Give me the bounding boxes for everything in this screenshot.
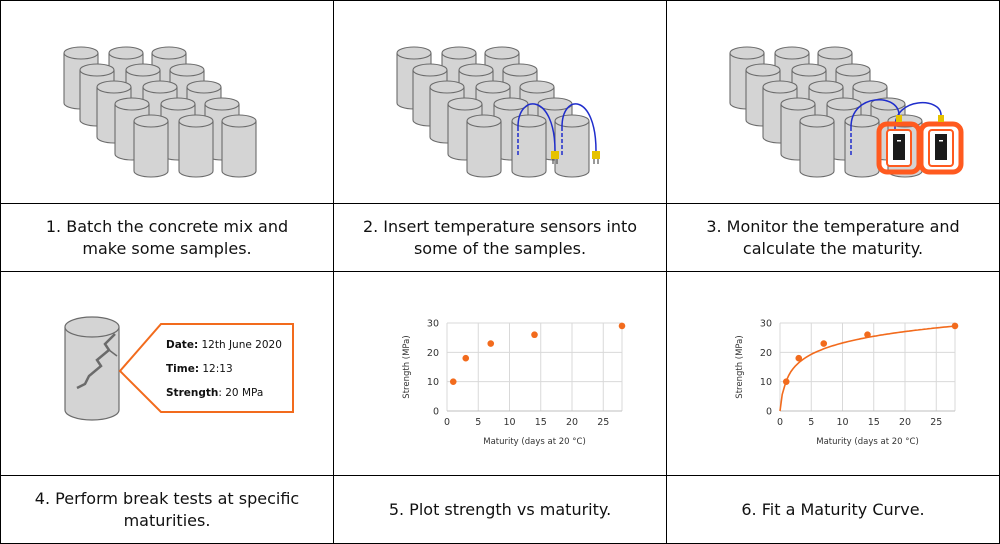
panel-5-caption: 5. Plot strength vs maturity. — [334, 476, 667, 544]
panel-4-caption: 4. Perform break tests at specific matur… — [0, 476, 334, 544]
caption-text: 2. Insert temperature sensors into some … — [362, 216, 638, 258]
strength-label: Strength — [166, 387, 218, 399]
concrete-cylinder-icon — [511, 114, 547, 178]
data-point — [618, 322, 626, 330]
panel-1-image — [0, 0, 334, 204]
data-point — [820, 340, 828, 347]
strength-value: : 20 MPa — [218, 387, 263, 399]
x-axis-label: Maturity (days at 20 °C) — [816, 437, 919, 447]
data-point — [782, 378, 790, 385]
concrete-cylinder-icon — [799, 114, 835, 178]
y-tick-label: 0 — [433, 407, 439, 418]
caption-text: 5. Plot strength vs maturity. — [388, 499, 612, 519]
data-point — [531, 331, 538, 339]
date-label: Date: — [166, 339, 198, 351]
x-tick-label: 15 — [868, 417, 880, 428]
caption-text: 1. Batch the concrete mix and make some … — [45, 216, 289, 258]
y-tick-label: 20 — [427, 348, 439, 359]
broken-cylinder-icon — [64, 316, 120, 421]
temperature-sensor-icon — [517, 103, 559, 164]
concrete-cylinder-icon — [178, 114, 214, 178]
sensors-inserted-illustration — [396, 46, 600, 178]
break-test-illustration: Date: 12th June 2020 Time: 12:13 Strengt… — [64, 316, 294, 421]
time-label: Time: — [166, 363, 199, 375]
svg-text:Time: 12:13: Time: 12:13 — [166, 363, 233, 375]
panel-4-image: Date: 12th June 2020 Time: 12:13 Strengt… — [0, 272, 334, 476]
panel-3-image — [667, 0, 1000, 204]
y-tick-label: 10 — [427, 377, 439, 388]
concrete-cylinder-icon — [844, 114, 880, 178]
concrete-samples-illustration — [63, 46, 257, 178]
x-tick-label: 5 — [808, 417, 814, 428]
y-tick-label: 20 — [760, 348, 772, 359]
panel-3-caption: 3. Monitor the temperature and calculate… — [667, 204, 1000, 272]
panel-6-caption: 6. Fit a Maturity Curve. — [667, 476, 1000, 544]
x-tick-label: 25 — [930, 417, 942, 428]
x-tick-label: 15 — [535, 417, 547, 428]
data-point — [795, 354, 803, 362]
panel-2-image — [334, 0, 667, 204]
y-tick-label: 30 — [760, 319, 772, 330]
svg-text:Date: 12th June 2020: Date: 12th June 2020 — [166, 339, 282, 351]
y-axis-label: Strength (MPa) — [402, 335, 412, 398]
concrete-cylinder-icon — [466, 114, 502, 178]
y-tick-label: 30 — [427, 319, 439, 330]
data-point — [449, 378, 457, 385]
result-callout — [118, 323, 294, 413]
y-tick-label: 10 — [760, 377, 772, 388]
y-tick-label: 0 — [766, 407, 772, 418]
temperature-sensor-icon — [561, 103, 600, 164]
temperature-loggers-illustration — [729, 46, 964, 178]
data-point — [951, 322, 959, 330]
x-tick-label: 5 — [475, 417, 481, 428]
maturity-curve-line — [779, 325, 956, 412]
data-point — [864, 331, 871, 339]
x-axis-label: Maturity (days at 20 °C) — [483, 437, 586, 447]
y-axis-label: Strength (MPa) — [735, 335, 745, 398]
x-tick-label: 25 — [597, 417, 609, 428]
data-point — [487, 340, 495, 347]
x-tick-label: 20 — [566, 417, 578, 428]
x-tick-label: 0 — [444, 417, 450, 428]
date-value: 12th June 2020 — [198, 339, 282, 351]
data-logger-icon — [918, 115, 964, 175]
data-point — [462, 354, 470, 362]
caption-text: 6. Fit a Maturity Curve. — [741, 499, 925, 519]
x-tick-label: 10 — [503, 417, 515, 428]
x-tick-label: 20 — [899, 417, 911, 428]
x-tick-label: 10 — [836, 417, 848, 428]
x-tick-label: 0 — [777, 417, 783, 428]
panel-1-caption: 1. Batch the concrete mix and make some … — [0, 204, 334, 272]
concrete-cylinder-icon — [133, 114, 169, 178]
time-value: 12:13 — [199, 363, 233, 375]
svg-text:Strength: 20 MPa: Strength: 20 MPa — [166, 387, 263, 399]
concrete-cylinder-icon — [554, 114, 590, 178]
panel-2-caption: 2. Insert temperature sensors into some … — [334, 204, 667, 272]
concrete-cylinder-icon — [221, 114, 257, 178]
caption-text: 3. Monitor the temperature and calculate… — [706, 216, 960, 258]
caption-text: 4. Perform break tests at specific matur… — [34, 488, 300, 530]
